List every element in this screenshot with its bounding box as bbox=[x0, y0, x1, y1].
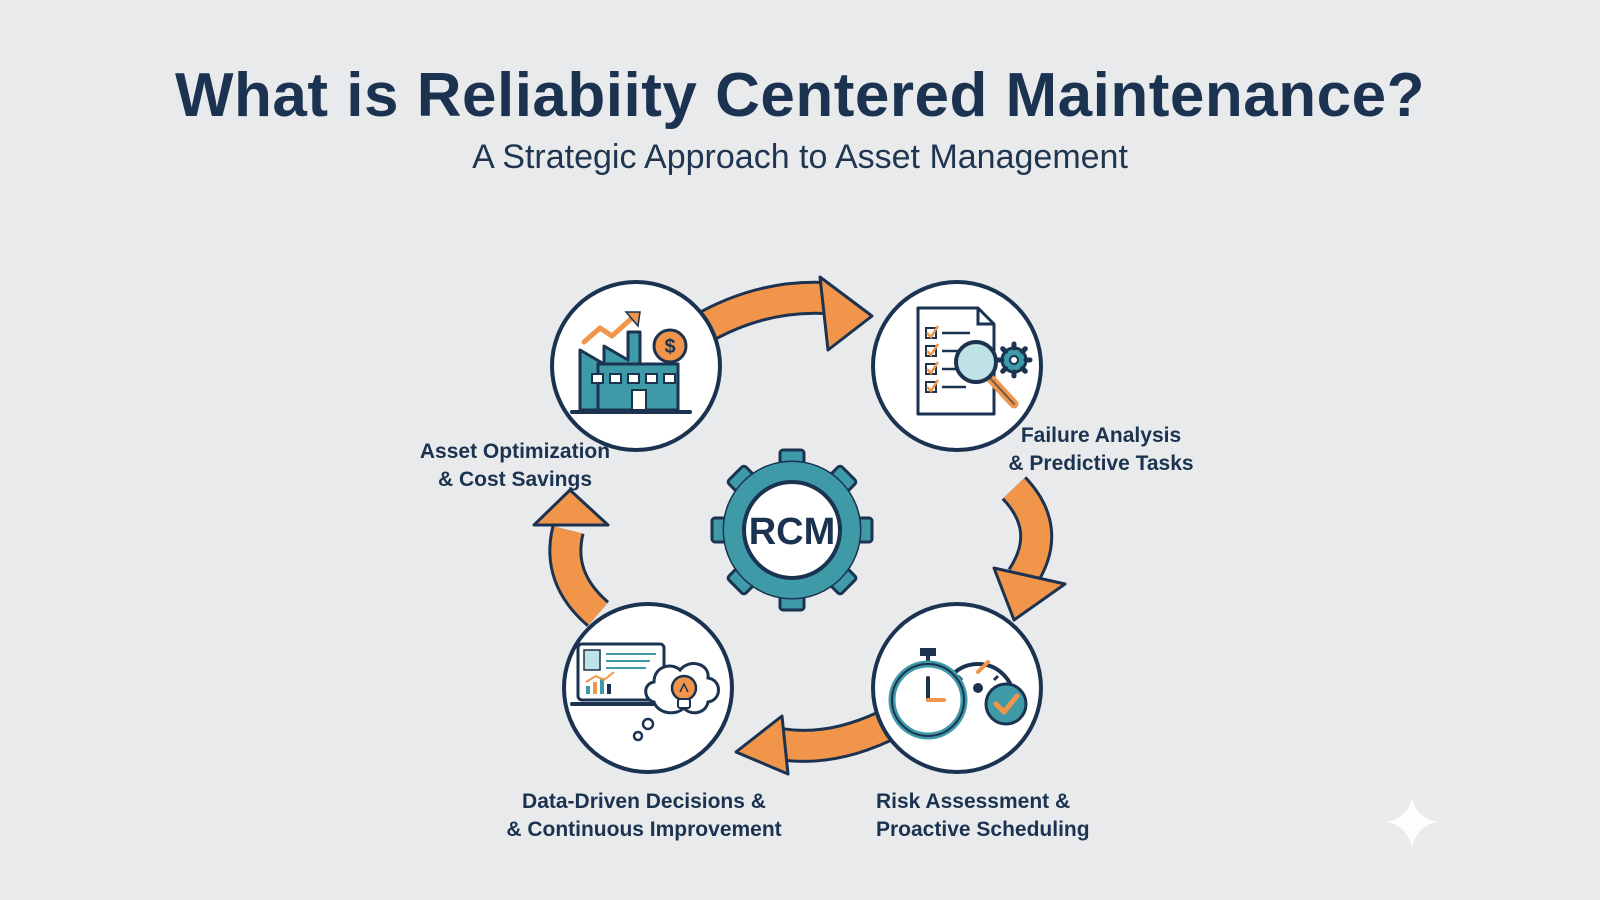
dashboard-lightbulb-icon bbox=[570, 642, 720, 742]
checklist-magnifier-icon bbox=[916, 306, 1033, 416]
sparkle-icon bbox=[1386, 798, 1438, 848]
factory-growth-icon: $ bbox=[570, 311, 692, 414]
step-label-data: Data-Driven Decisions & & Continuous Imp… bbox=[506, 790, 782, 841]
step-label-risk: Risk Assessment & Proactive Scheduling bbox=[876, 790, 1090, 841]
step-label-failure: Failure Analysis & Predictive Tasks bbox=[1008, 424, 1194, 475]
center-label: RCM bbox=[749, 511, 836, 553]
gear-icon: RCM bbox=[710, 448, 874, 612]
stopwatch-gauge-icon bbox=[888, 648, 1028, 740]
cycle-arrow-top bbox=[691, 275, 874, 352]
cycle-arrow-right bbox=[992, 476, 1067, 622]
step-label-asset: Asset Optimization & Cost Savings bbox=[419, 440, 611, 491]
cycle-arrow-left bbox=[532, 488, 610, 627]
cycle-arrow-bottom bbox=[734, 710, 893, 776]
page-subtitle: A Strategic Approach to Asset Management bbox=[472, 138, 1128, 176]
page-title: What is Reliabiity Centered Maintenance? bbox=[175, 61, 1425, 130]
svg-text:$: $ bbox=[664, 336, 675, 358]
